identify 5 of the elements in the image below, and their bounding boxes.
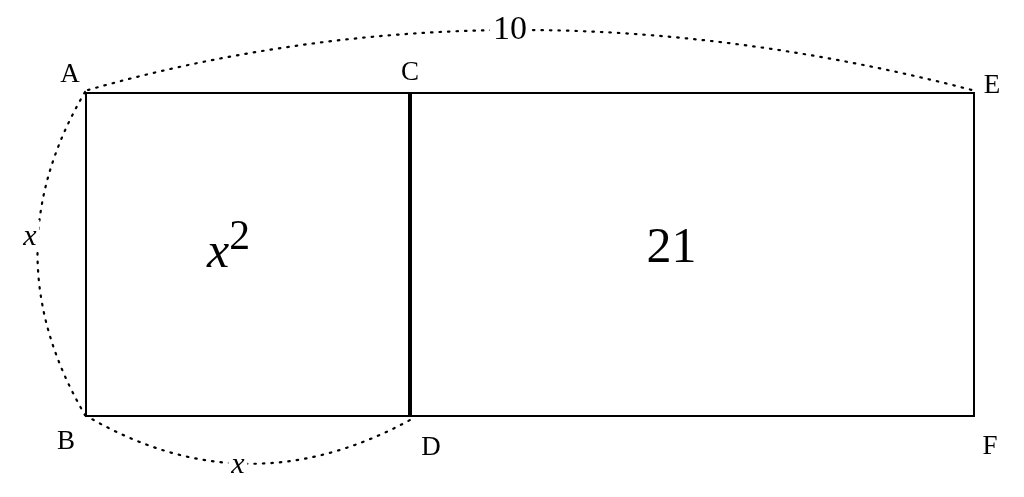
rectangle-region bbox=[408, 92, 975, 417]
length-label: x bbox=[20, 220, 40, 250]
rectangle-region bbox=[85, 92, 412, 417]
area-label: x$^{2}$ bbox=[207, 214, 250, 275]
area-label: 21 bbox=[646, 219, 697, 270]
